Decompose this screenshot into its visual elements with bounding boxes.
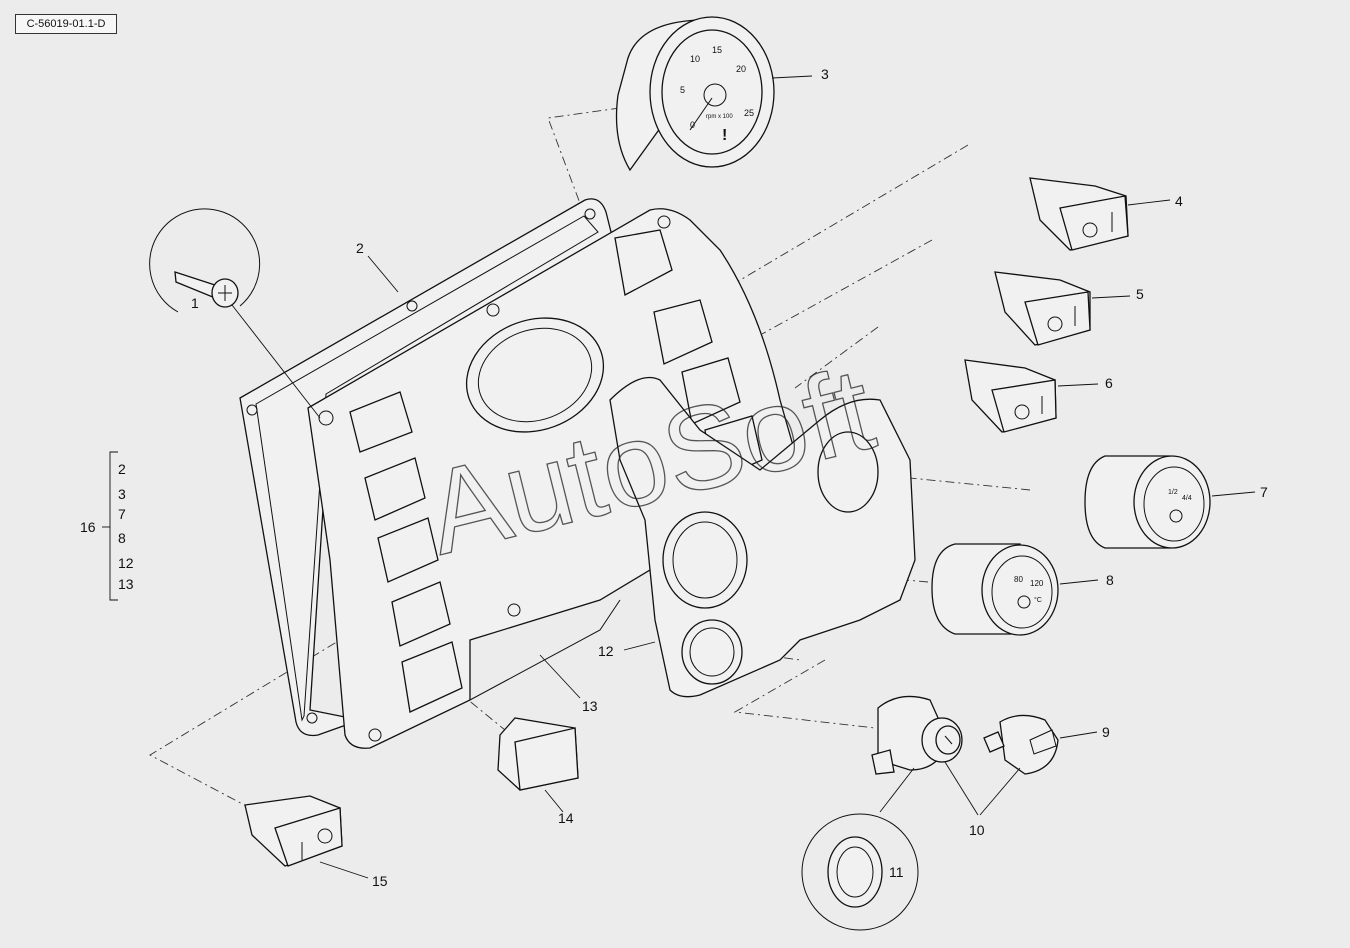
tacho-tick-5: 5 bbox=[680, 85, 685, 95]
rocker-switch-part-6 bbox=[964, 359, 1099, 433]
callout-5: 5 bbox=[1136, 286, 1144, 302]
tacho-tick-20: 20 bbox=[736, 64, 746, 74]
leader-10a bbox=[944, 761, 979, 816]
callout-10: 10 bbox=[969, 822, 985, 838]
kit-item-13: 13 bbox=[118, 576, 134, 592]
reference-code-label: C-56019-01.1-D bbox=[15, 14, 117, 34]
callout-13: 13 bbox=[582, 698, 598, 714]
callout-labels: 1 2 3 4 5 6 7 8 9 10 11 12 13 14 15 bbox=[191, 66, 1268, 889]
callout-2: 2 bbox=[356, 240, 364, 256]
tacho-tick-15: 15 bbox=[712, 45, 722, 55]
ignition-key-part-9 bbox=[983, 714, 1098, 775]
callout-3: 3 bbox=[821, 66, 829, 82]
ignition-switch-part-10 bbox=[871, 695, 963, 775]
callout-12: 12 bbox=[598, 643, 614, 659]
tacho-unit-label: rpm x 100 bbox=[706, 114, 733, 120]
fuel-tick-half: 1/2 bbox=[1168, 489, 1178, 496]
tacho-tick-10: 10 bbox=[690, 54, 700, 64]
callout-11: 11 bbox=[889, 864, 904, 880]
rocker-switch-part-5 bbox=[994, 271, 1131, 346]
callout-4: 4 bbox=[1175, 193, 1183, 209]
ring-nut-part-11 bbox=[801, 767, 919, 931]
kit-group-16: 16 2 3 7 8 12 13 bbox=[80, 451, 134, 601]
rocker-switch-part-15 bbox=[244, 795, 369, 879]
tacho-warning-mark: ! bbox=[722, 127, 727, 144]
callout-9: 9 bbox=[1102, 724, 1110, 740]
callout-15: 15 bbox=[372, 873, 388, 889]
kit-item-12: 12 bbox=[118, 555, 134, 571]
leader-2 bbox=[367, 255, 399, 293]
callout-6: 6 bbox=[1105, 375, 1113, 391]
screw-part-1 bbox=[149, 208, 321, 419]
rocker-switch-part-4 bbox=[1029, 177, 1171, 251]
kit-item-7: 7 bbox=[118, 506, 126, 522]
kit-item-8: 8 bbox=[118, 530, 126, 546]
temp-tick-120: 120 bbox=[1030, 579, 1044, 588]
fuel-tick-full: 4/4 bbox=[1182, 495, 1192, 502]
callout-1: 1 bbox=[191, 295, 199, 311]
temperature-gauge-part-8: 80 120 °C bbox=[931, 543, 1099, 636]
callout-7: 7 bbox=[1260, 484, 1268, 500]
fuel-gauge-part-7: 1/2 4/4 bbox=[1084, 455, 1256, 549]
callout-8: 8 bbox=[1106, 572, 1114, 588]
callout-14: 14 bbox=[558, 810, 574, 826]
leader-12 bbox=[623, 641, 656, 651]
kit-item-3: 3 bbox=[118, 486, 126, 502]
tacho-tick-25: 25 bbox=[744, 108, 754, 118]
tachometer-part-3: 0 5 10 15 20 25 rpm x 100 ! bbox=[615, 16, 813, 172]
kit-group-label: 16 bbox=[80, 519, 96, 535]
blanking-cover-part-14 bbox=[497, 717, 579, 813]
instrument-panel bbox=[307, 208, 916, 749]
leader-10b bbox=[979, 767, 1021, 816]
temp-tick-80: 80 bbox=[1014, 575, 1023, 584]
leader-13 bbox=[539, 654, 581, 699]
kit-item-2: 2 bbox=[118, 461, 126, 477]
tacho-tick-0: 0 bbox=[690, 120, 695, 130]
temp-unit-label: °C bbox=[1034, 596, 1042, 604]
